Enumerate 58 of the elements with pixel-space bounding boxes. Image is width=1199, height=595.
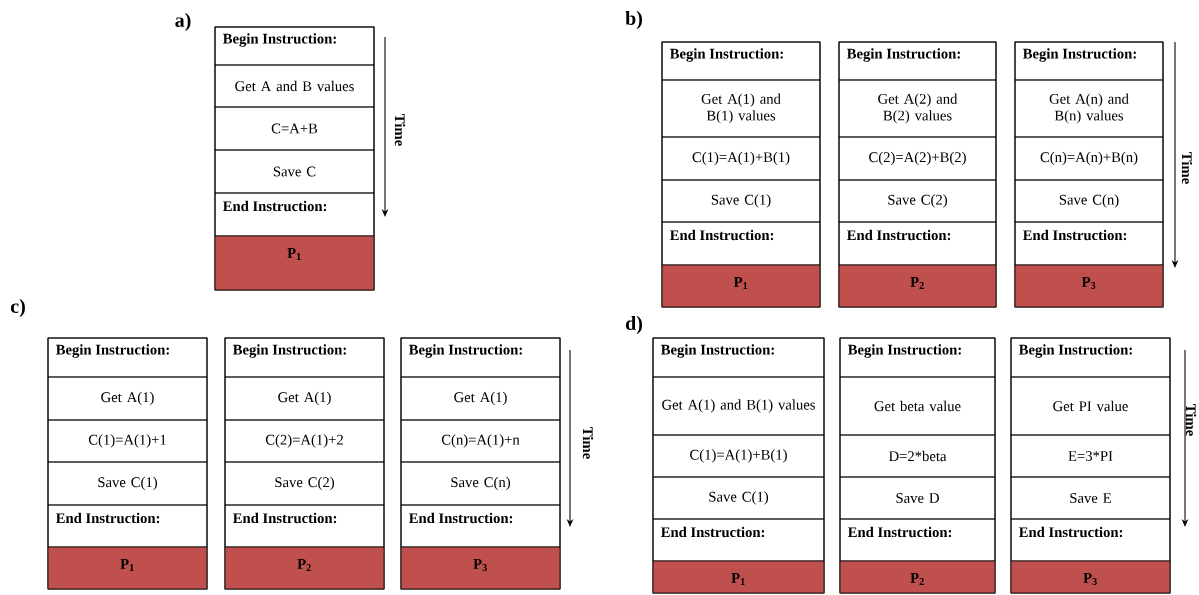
time-label: Time [1181,152,1193,184]
instruction-step: Get A(1) [47,376,208,421]
instruction-step: Save C(1) [652,476,825,520]
processor-label: P$_{1}$ [47,546,208,590]
instruction-step: Save C(2) [838,179,997,223]
panel-label: a) [175,12,191,32]
processor-label: P$_{3}$ [1014,264,1164,308]
instruction-heading: Begin Instruction: [400,337,561,378]
instruction-step: Get A(1) and B(1) values [661,79,821,138]
instruction-step: Save D [839,476,996,520]
panel-label: b) [625,10,642,30]
instruction-step: C(1)=A(1)+1 [47,419,208,463]
processor-label: P$_{3}$ [400,546,561,590]
instruction-step: C(n)=A(n)+B(n) [1014,136,1164,181]
instruction-heading: Begin Instruction: [214,26,375,66]
instruction-step: C(1)=A(1)+B(1) [652,434,825,478]
instruction-step: Get A and B values [214,64,375,108]
time-label: Time [1185,404,1197,436]
instruction-step: C(n)=A(1)+n [400,419,561,463]
instruction-step: Get A(1) and B(1) values [652,376,825,436]
instruction-step: Get A(1) [224,376,385,421]
instruction-heading: Begin Instruction: [839,337,996,378]
instruction-step: Save C(n) [400,461,561,506]
instruction-step: C=A+B [214,106,375,151]
instruction-heading: Begin Instruction: [47,337,208,378]
instruction-step: Get PI value [1010,376,1171,436]
instruction-step: Save C(2) [224,461,385,506]
processor-label: P$_{1}$ [661,264,821,308]
instruction-step: D=2*beta [839,434,996,478]
instruction-heading: Begin Instruction: [224,337,385,378]
instruction-heading: Begin Instruction: [652,337,825,378]
instruction-step: Get A(1) [400,376,561,421]
processor-label: P$_{1}$ [214,235,375,291]
instruction-step: Get A(2) and B(2) values [838,79,997,138]
instruction-step: Save C [214,149,375,194]
time-label: Time [394,114,406,146]
instruction-step: Save C(1) [47,461,208,506]
processor-label: P$_{2}$ [224,546,385,590]
instruction-step: C(2)=A(2)+B(2) [838,136,997,181]
time-label: Time [582,427,594,459]
instruction-heading: Begin Instruction: [1014,41,1164,81]
instruction-step: C(1)=A(1)+B(1) [661,136,821,181]
instruction-heading: Begin Instruction: [661,41,821,81]
instruction-heading: Begin Instruction: [838,41,997,81]
instruction-step: C(2)=A(1)+2 [224,419,385,463]
instruction-step: Save C(n) [1014,179,1164,223]
instruction-step: Save E [1010,476,1171,520]
instruction-step: Get A(n) and B(n) values [1014,79,1164,138]
processor-label: P$_{2}$ [838,264,997,308]
processor-label: P$_{2}$ [839,560,996,594]
panel-label: c) [10,298,25,318]
panel-label: d) [625,315,642,335]
instruction-step: Get beta value [839,376,996,436]
instruction-step: E=3*PI [1010,434,1171,478]
instruction-heading: Begin Instruction: [1010,337,1171,378]
processor-label: P$_{1}$ [652,560,825,594]
processor-label: P$_{3}$ [1010,560,1171,594]
instruction-step: Save C(1) [661,179,821,223]
